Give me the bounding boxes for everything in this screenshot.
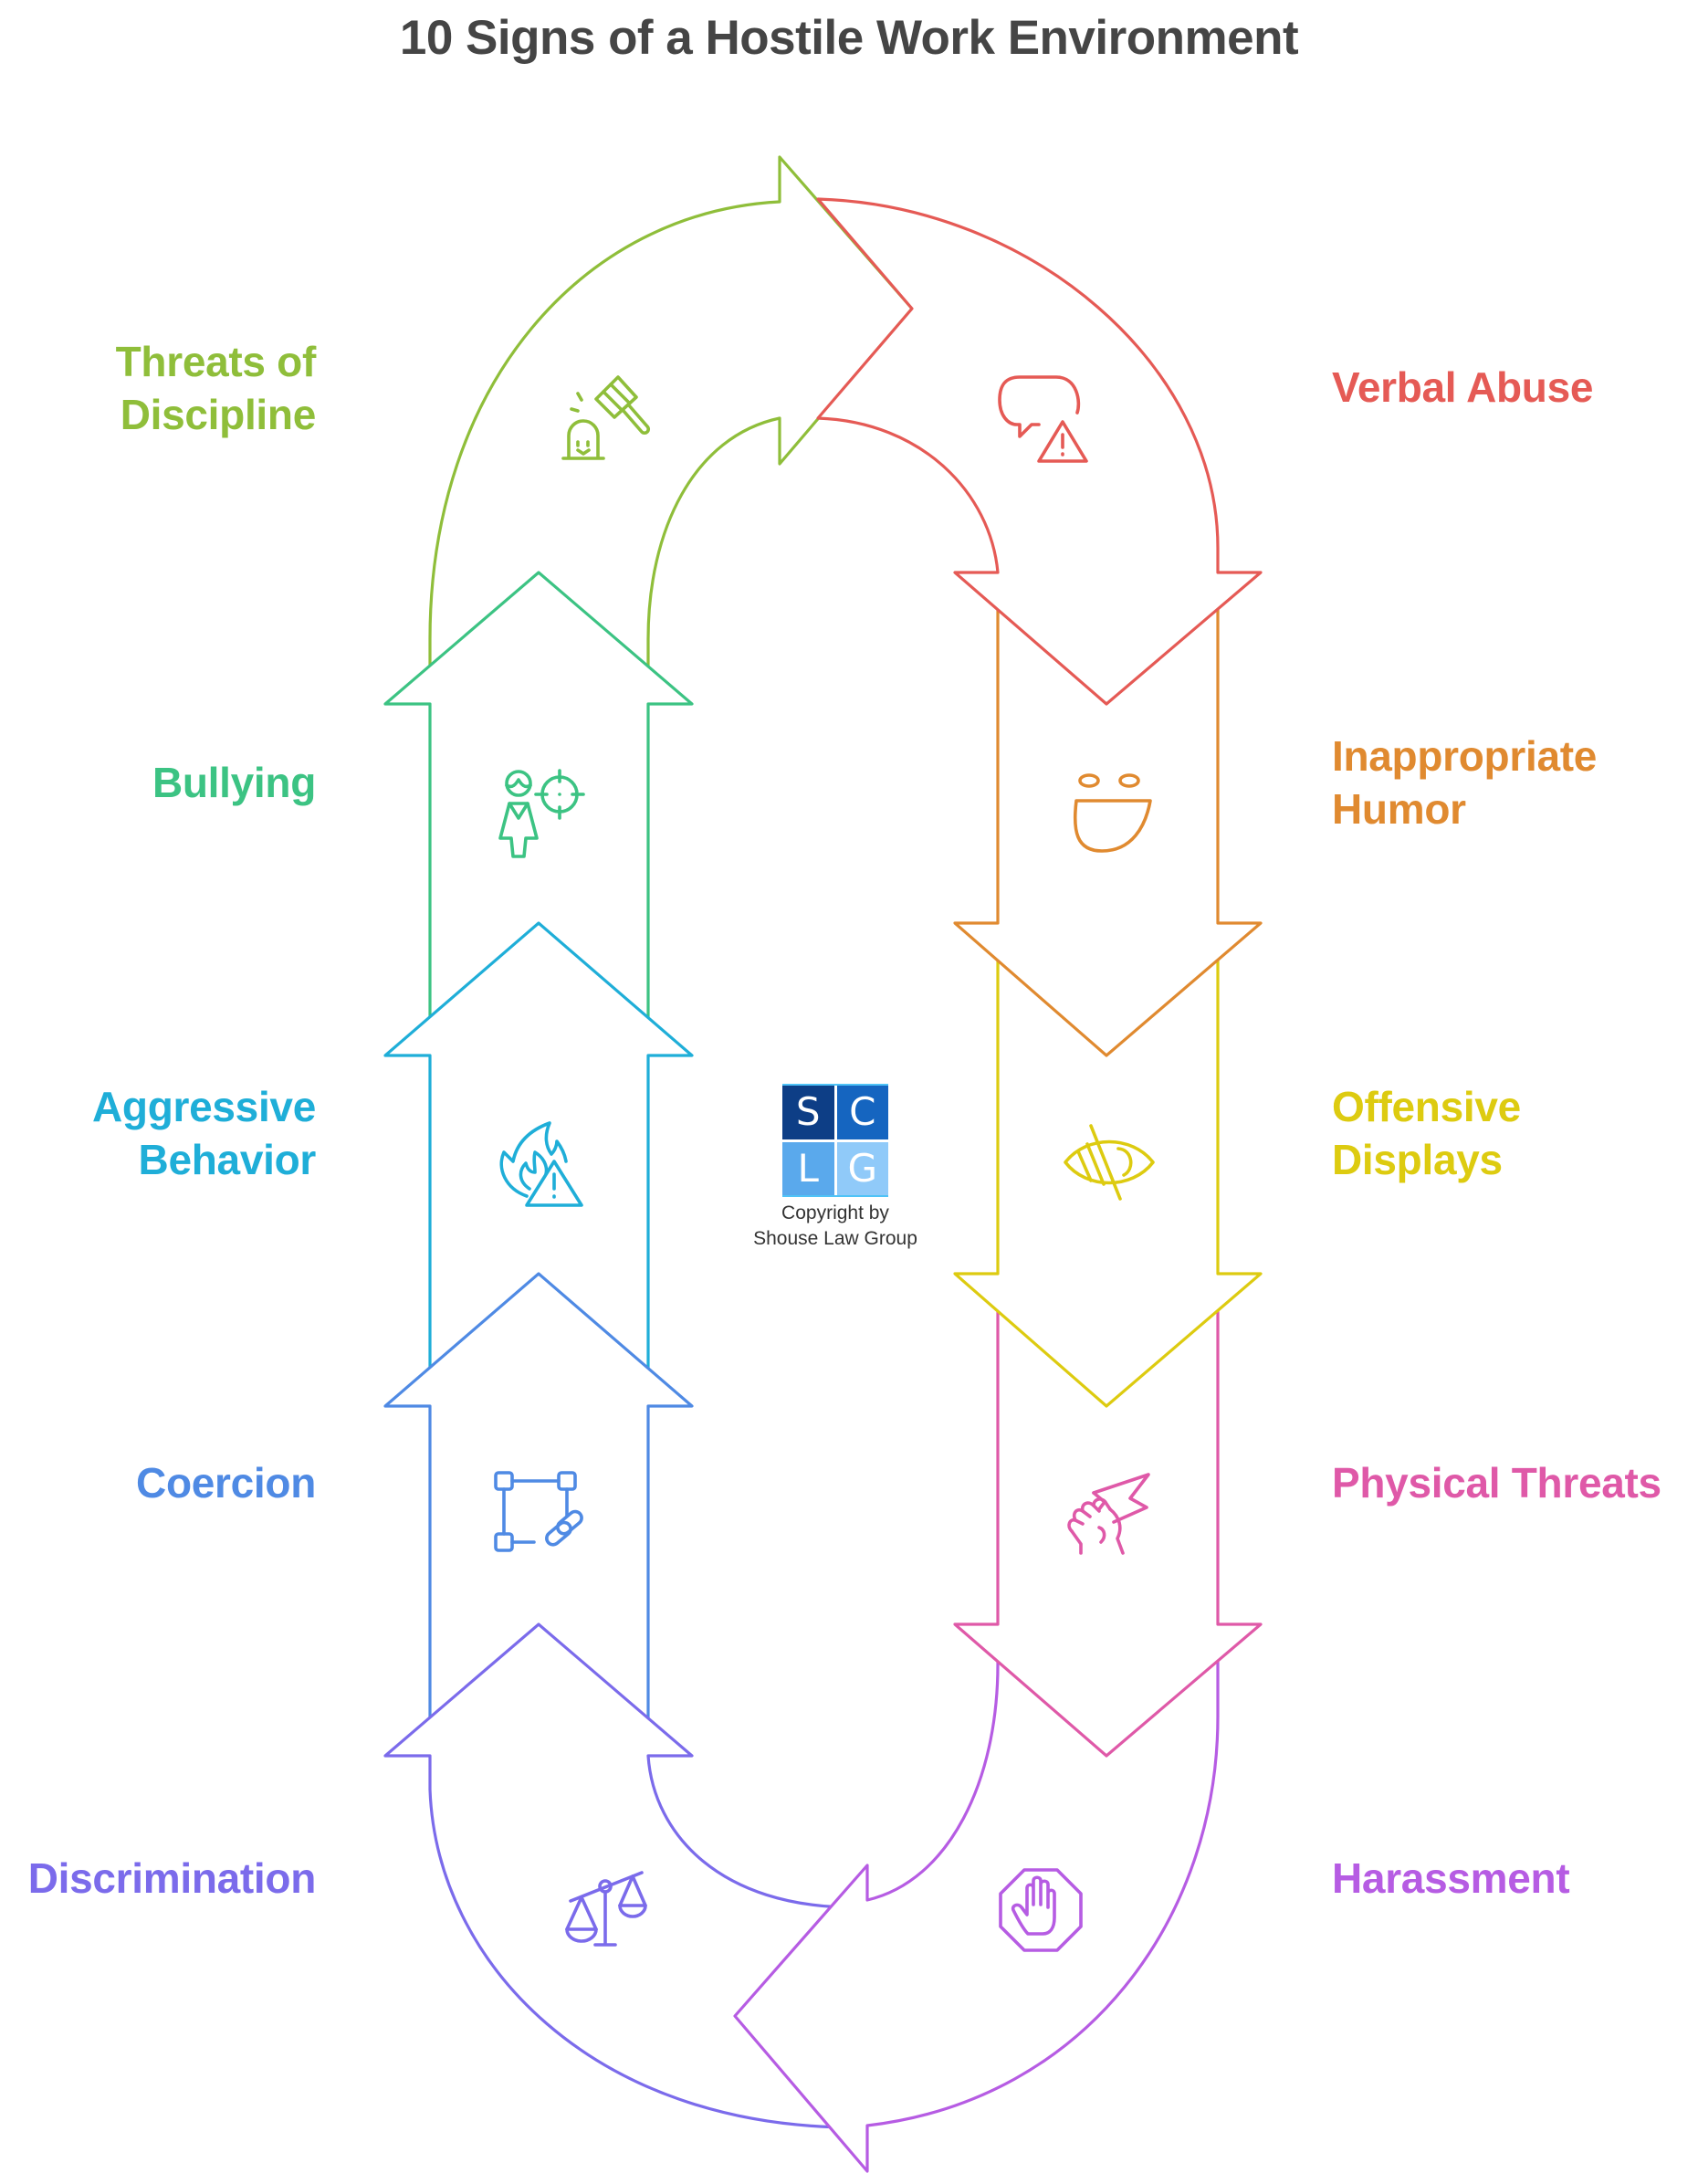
person-target-icon [498,769,585,858]
label-discrimination: Discrimination [27,1854,317,1902]
gavel-icon [561,375,651,460]
speech-bubble-warning-icon [998,375,1088,463]
arrow-offensive-displays [953,939,1263,1408]
label-coercion: Coercion [136,1459,316,1507]
label-inappropriate-humor: Inappropriate Humor [1332,732,1598,833]
fire-warning-icon [499,1121,583,1207]
arrow-verbal-abuse [816,197,1263,706]
label-physical-threats: Physical Threats [1332,1459,1661,1507]
arrow-threats-of-discipline [428,155,914,691]
arrow-physical-threats [953,1290,1263,1758]
label-offensive-displays: Offensive Displays [1332,1083,1521,1183]
arrow-inappropriate-humor [953,592,1263,1057]
logo-letter-c: C [836,1086,888,1139]
logo-letter-l: L [782,1141,834,1195]
label-threats-of-discipline: Threats of Discipline [115,338,317,438]
stop-hand-icon [999,1868,1083,1952]
copyright-line: Copyright by [781,1202,889,1223]
label-bullying: Bullying [152,759,316,806]
eye-slash-icon [1064,1124,1155,1201]
copyright-caption: Copyright by Shouse Law Group [721,1201,949,1252]
logo-letter-s: S [782,1086,834,1139]
label-harassment: Harassment [1332,1854,1570,1902]
laughing-face-icon [1073,773,1152,853]
sclg-logo: S C L G [782,1084,888,1197]
label-verbal-abuse: Verbal Abuse [1332,363,1594,411]
page-title: 10 Signs of a Hostile Work Environment [399,11,1299,65]
copyright-owner: Shouse Law Group [753,1228,917,1249]
arrow-discrimination [383,1622,855,2129]
scales-icon [565,1871,647,1947]
fist-lightning-icon [1067,1473,1150,1555]
linked-square-icon [494,1471,583,1552]
arrow-harassment [733,1642,1220,2173]
label-aggressive-behavior: Aggressive Behavior [91,1083,316,1183]
logo-letter-g: G [836,1141,888,1195]
